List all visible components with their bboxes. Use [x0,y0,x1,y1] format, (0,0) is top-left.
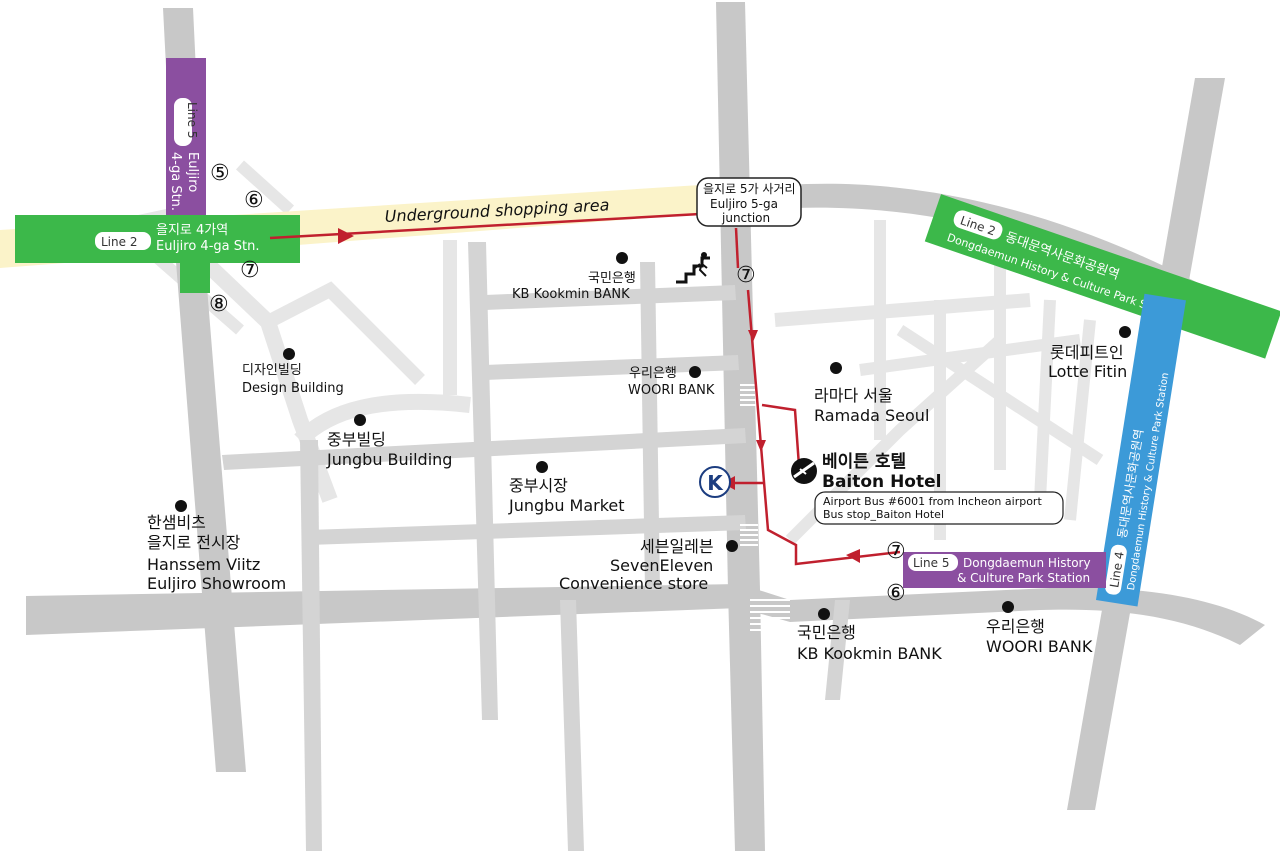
line2-euljiro-band: Line 2 을지로 4가역 Euljiro 4-ga Stn. [15,215,300,293]
svg-text:Euljiro 5-ga: Euljiro 5-ga [710,197,778,211]
landmark-woori-mid: 우리은행 WOORI BANK [628,365,715,398]
exit-7-left: ⑦ [240,258,260,283]
svg-text:Jungbu Market: Jungbu Market [508,496,625,515]
landmark-kb-top: 국민은행 KB Kookmin BANK [512,270,636,302]
svg-text:Jungbu Building: Jungbu Building [326,450,452,469]
svg-text:국민은행: 국민은행 [588,270,636,286]
landmark-baiton-hotel: 베이튼 호텔 Baiton Hotel [822,452,941,492]
line4-ddp-band: Line 4 동대문역사문화공원역 Dongdaemun History & C… [1095,293,1186,607]
medium-roads [222,242,850,851]
svg-text:KB Kookmin BANK: KB Kookmin BANK [512,287,630,302]
line2-badge-left [95,232,151,250]
svg-text:을지로 전시장: 을지로 전시장 [147,533,241,552]
svg-text:디자인빌딩: 디자인빌딩 [242,363,302,378]
line5-euljiro-band: Line 5 Euljiro 4-ga Stn. [166,58,206,220]
svg-text:Euljiro: Euljiro [185,152,200,192]
svg-text:Airport Bus #6001 from Incheon: Airport Bus #6001 from Incheon airport [823,495,1042,508]
line5-badge-left [174,98,192,146]
exit-6-ddp: ⑥ [886,581,906,606]
svg-text:Convenience store: Convenience store [559,574,708,593]
kb-logo-icon: K [699,466,731,498]
stairs-icon [676,252,710,284]
crosswalks [740,384,790,631]
svg-text:롯데피트인: 롯데피트인 [1050,343,1124,362]
landmark-seven-eleven: 세븐일레븐 SevenEleven Convenience store [559,537,714,593]
svg-text:4-ga Stn.: 4-ga Stn. [168,152,183,211]
landmark-hanssem: 한샘비츠 을지로 전시장 Hanssem Viitz Euljiro Showr… [147,513,286,593]
landmark-woori-bottom: 우리은행 WOORI BANK [986,617,1093,656]
exit-numbers: ⑤ ⑥ ⑦ ⑧ ⑦ ⑦ ⑥ [209,161,906,606]
exit-7-ddp: ⑦ [886,539,906,564]
svg-text:우리은행: 우리은행 [986,617,1045,636]
junction-callout: 을지로 5가 사거리 Euljiro 5-ga junction [696,177,802,227]
svg-text:WOORI BANK: WOORI BANK [628,383,715,398]
landmark-jungbu-building: 중부빌딩 Jungbu Building [326,430,452,469]
svg-text:Baiton Hotel: Baiton Hotel [822,472,941,492]
line5-badge-ddp [908,554,958,571]
svg-text:WOORI BANK: WOORI BANK [986,637,1093,656]
landmark-kb-bottom: 국민은행 KB Kookmin BANK [797,623,942,663]
svg-text:라마다 서울: 라마다 서울 [814,386,893,405]
svg-text:Line 4: Line 4 [1107,551,1127,589]
hotel-icon [791,458,817,484]
svg-text:SevenEleven: SevenEleven [610,556,713,575]
svg-text:국민은행: 국민은행 [797,623,856,642]
svg-text:Euljiro 4-ga Stn.: Euljiro 4-ga Stn. [156,239,259,254]
svg-text:K: K [707,471,724,495]
svg-text:Lotte Fitin: Lotte Fitin [1048,362,1127,381]
route-arrows [338,228,860,563]
landmark-jungbu-market: 중부시장 Jungbu Market [508,476,625,515]
svg-text:Bus stop_Baiton Hotel: Bus stop_Baiton Hotel [823,508,944,521]
svg-text:을지로 5가 사거리: 을지로 5가 사거리 [703,182,796,196]
exit-8-left: ⑧ [209,292,229,317]
svg-text:junction: junction [721,211,770,225]
svg-text:한샘비츠: 한샘비츠 [147,513,206,532]
svg-text:중부시장: 중부시장 [509,476,568,495]
bus-note: Airport Bus #6001 from Incheon airport B… [814,491,1064,525]
svg-text:Ramada Seoul: Ramada Seoul [814,406,929,425]
exit-6-left: ⑥ [244,188,264,213]
line5-ddp-band: Line 5 Dongdaemun History & Culture Park… [903,552,1106,588]
svg-text:을지로 4가역: 을지로 4가역 [156,223,228,238]
landmark-dots [175,252,1131,620]
svg-text:베이튼 호텔: 베이튼 호텔 [822,452,906,472]
svg-text:Design Building: Design Building [242,381,344,396]
svg-text:Line 5: Line 5 [185,102,199,138]
svg-text:우리은행: 우리은행 [629,365,677,381]
svg-text:세븐일레븐: 세븐일레븐 [640,537,714,556]
svg-text:중부빌딩: 중부빌딩 [327,430,386,449]
svg-text:Line 2: Line 2 [101,235,137,249]
landmark-ramada: 라마다 서울 Ramada Seoul [814,386,929,425]
svg-text:Dongdaemun History: Dongdaemun History [963,556,1091,570]
svg-text:& Culture Park Station: & Culture Park Station [957,571,1090,585]
svg-text:Euljiro Showroom: Euljiro Showroom [147,574,286,593]
minor-streets [107,160,1104,545]
landmark-lotte-fitin: 롯데피트인 Lotte Fitin [1048,343,1127,381]
exit-5-left: ⑤ [210,161,230,186]
svg-text:KB Kookmin BANK: KB Kookmin BANK [797,644,942,663]
line2-ddp-band: Line 2 동대문역사문화공원역 Dongdaemun History & C… [924,194,1280,359]
exit-7-junction: ⑦ [736,263,756,288]
landmark-design-building: 디자인빌딩 Design Building [242,363,344,396]
svg-text:Hanssem Viitz: Hanssem Viitz [147,555,260,574]
svg-text:Line 5: Line 5 [913,556,949,570]
